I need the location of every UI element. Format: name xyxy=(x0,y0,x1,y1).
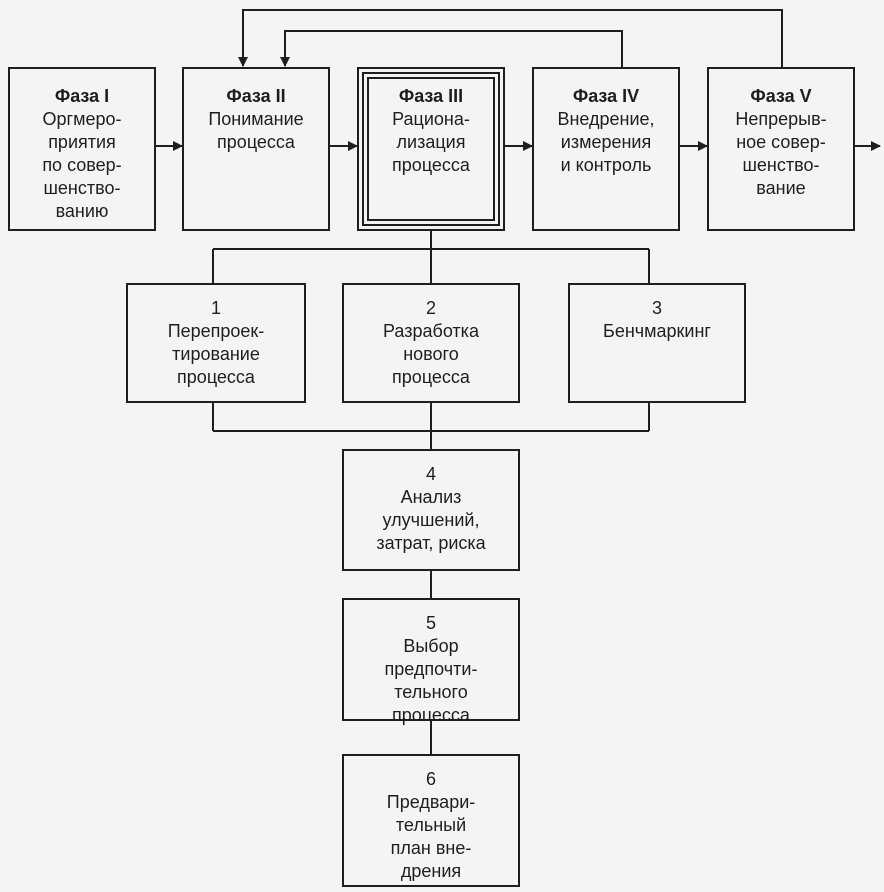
phase-5-line: ное совер- xyxy=(736,132,826,152)
step-4-line: улучшений, xyxy=(382,510,480,530)
step-5-line: процесса xyxy=(392,705,470,725)
step-6-line: тельный xyxy=(395,815,467,835)
step-1-box: 1 Перепроек- тирование процесса xyxy=(126,283,306,403)
phase-5-line: Непрерыв- xyxy=(735,109,827,129)
step-1-line: процесса xyxy=(177,367,255,387)
phase-1-line: по совер- xyxy=(42,155,122,175)
feedback-loop-phase4-to-phase2 xyxy=(280,30,623,67)
step-5-line: Выбор xyxy=(403,636,459,656)
step-5-number: 5 xyxy=(425,613,436,633)
phase-5-line: вание xyxy=(756,178,806,198)
phase-4-title: Фаза IV xyxy=(572,86,640,106)
step-6-line: дрения xyxy=(400,861,462,881)
phase-1-line: шенство- xyxy=(43,178,121,198)
phase-3-line: процесса xyxy=(392,155,470,175)
phase-1-line: ванию xyxy=(55,201,109,221)
phase-3-title: Фаза III xyxy=(398,86,464,106)
step-1-line: тирование xyxy=(172,344,260,364)
step-5-line: предпочти- xyxy=(384,659,478,679)
step-1-line: Перепроек- xyxy=(167,321,265,341)
phase-1-line: приятия xyxy=(48,132,116,152)
feedback-loop-phase5-to-phase2 xyxy=(238,9,783,67)
phase-3-line: лизация xyxy=(396,132,466,152)
phase-3-line: Рациона- xyxy=(392,109,470,129)
phase-2-box: Фаза II Понимание процесса xyxy=(182,67,330,231)
step-4-line: затрат, риска xyxy=(376,533,486,553)
step-2-number: 2 xyxy=(425,298,436,318)
phase-4-line: Внедрение, xyxy=(557,109,655,129)
step-4-number: 4 xyxy=(425,464,436,484)
phase-4-line: измерения xyxy=(560,132,652,152)
step-5-line: тельного xyxy=(394,682,468,702)
step-4-line: Анализ xyxy=(400,487,462,507)
phase-2-line: Понимание xyxy=(208,109,304,129)
phase-5-title: Фаза V xyxy=(750,86,812,106)
step-2-line: процесса xyxy=(392,367,470,387)
phase-2-line: процесса xyxy=(217,132,295,152)
step-4-box: 4 Анализ улучшений, затрат, риска xyxy=(342,449,520,571)
step-6-box: 6 Предвари- тельный план вне- дрения xyxy=(342,754,520,887)
phase-1-line: Оргмеро- xyxy=(42,109,122,129)
step-3-box: 3 Бенчмаркинг xyxy=(568,283,746,403)
phase-4-line: и контроль xyxy=(560,155,652,175)
step-2-box: 2 Разработка нового процесса xyxy=(342,283,520,403)
step-1-number: 1 xyxy=(210,298,221,318)
phase-2-title: Фаза II xyxy=(226,86,286,106)
step-3-number: 3 xyxy=(651,298,662,318)
step-6-number: 6 xyxy=(425,769,436,789)
phase-1-title: Фаза I xyxy=(54,86,110,106)
step-2-line: нового xyxy=(403,344,459,364)
step-5-box: 5 Выбор предпочти- тельного процесса xyxy=(342,598,520,725)
step-2-line: Разработка xyxy=(383,321,479,341)
step-6-line: Предвари- xyxy=(386,792,476,812)
step-3-line: Бенчмаркинг xyxy=(603,321,711,341)
phase-4-box: Фаза IV Внедрение, измерения и контроль xyxy=(532,67,680,231)
step-6-line: план вне- xyxy=(390,838,472,858)
phase-3-box: Фаза III Рациона- лизация процесса xyxy=(357,67,505,231)
phase-5-line: шенство- xyxy=(742,155,820,175)
phase-1-box: Фаза I Оргмеро- приятия по совер- шенств… xyxy=(8,67,156,231)
phase-5-box: Фаза V Непрерыв- ное совер- шенство- ван… xyxy=(707,67,855,231)
